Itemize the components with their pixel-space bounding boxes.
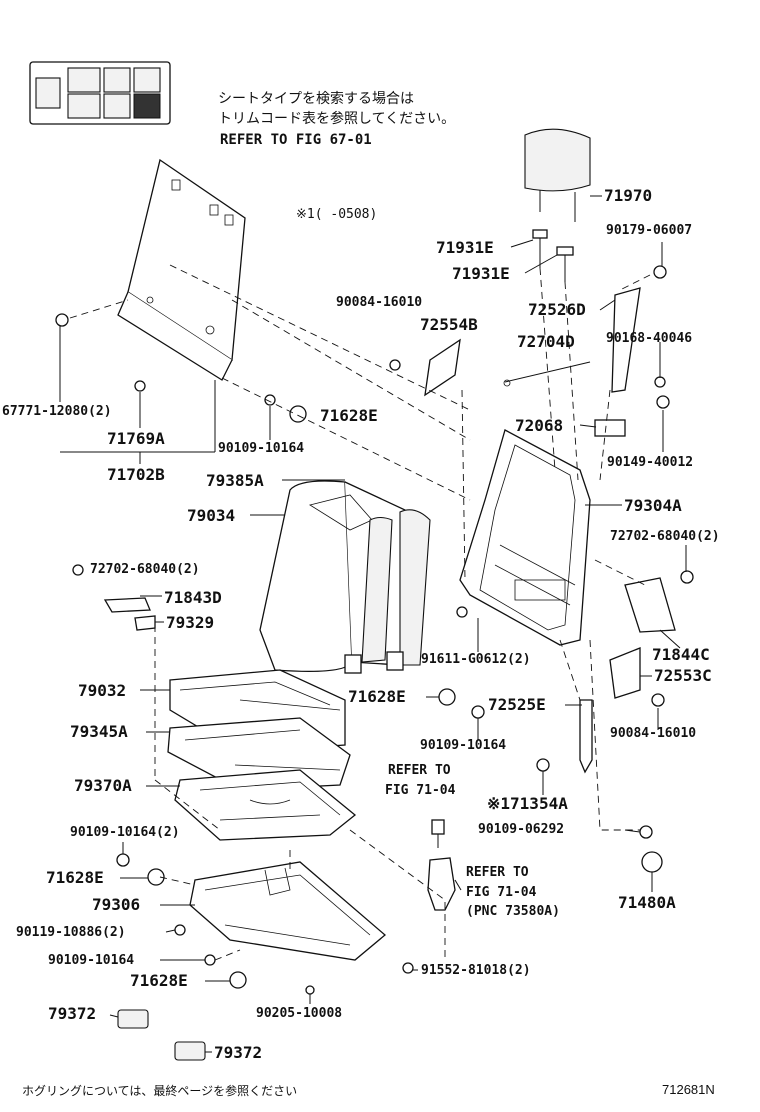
part-label-90109-06292[interactable]: 90109-06292 xyxy=(478,822,565,837)
seat-frame-lower xyxy=(189,861,387,961)
footer-illustration-code: 712681N xyxy=(662,1082,715,1097)
part-label-79032[interactable]: 79032 xyxy=(78,681,127,700)
part-label-71843d[interactable]: 71843D xyxy=(164,588,222,607)
part-label-79306[interactable]: 79306 xyxy=(92,895,141,914)
buckle-parts xyxy=(427,699,663,911)
part-label-90084-16010-a[interactable]: 90084-16010 xyxy=(336,295,423,310)
part-label-72702-68040-a[interactable]: 72702-68040(2) xyxy=(90,562,200,577)
note-refer-71-04-b-line3[interactable]: (PNC 73580A) xyxy=(466,904,560,919)
note-seat-type-line2: トリムコード表を参照してください。 xyxy=(218,111,456,127)
footer-hog-ring-note: ホグリングについては、最終ページを参照ください xyxy=(22,1084,298,1098)
part-label-72554b[interactable]: 72554B xyxy=(420,315,478,334)
part-label-91611-g0612[interactable]: 91611-G0612(2) xyxy=(421,652,531,667)
part-label-72068[interactable]: 72068 xyxy=(515,416,564,435)
leader-lines xyxy=(59,195,687,1053)
seatback-board xyxy=(117,158,246,381)
part-label-79372-b[interactable]: 79372 xyxy=(214,1043,263,1062)
part-label-72525e[interactable]: 72525E xyxy=(488,695,546,714)
part-label-90205-10008[interactable]: 90205-10008 xyxy=(256,1006,343,1021)
part-label-79370a[interactable]: 79370A xyxy=(74,776,132,795)
lock-parts xyxy=(424,287,641,437)
part-label-91552-81018[interactable]: 91552-81018(2) xyxy=(421,963,531,978)
part-label-79304a[interactable]: 79304A xyxy=(624,496,682,515)
part-label-71480a[interactable]: 71480A xyxy=(618,893,676,912)
note-refer-71-04-b-line2[interactable]: FIG 71-04 xyxy=(466,885,537,900)
part-label-79345a[interactable]: 79345A xyxy=(70,722,128,741)
part-label-90119-10886[interactable]: 90119-10886(2) xyxy=(16,925,126,940)
part-label-71844c[interactable]: 71844C xyxy=(652,645,710,664)
part-label-67771-12080[interactable]: 67771-12080(2) xyxy=(2,404,112,419)
seat-frame-upper xyxy=(174,769,357,841)
part-label-90109-10164-d[interactable]: 90109-10164 xyxy=(48,953,135,968)
headrest-supports xyxy=(532,229,574,282)
part-label-71702b[interactable]: 71702B xyxy=(107,465,165,484)
part-label-90109-10164-b[interactable]: 90109-10164 xyxy=(420,738,507,753)
part-label-79385a[interactable]: 79385A xyxy=(206,471,264,490)
note-refer-71-04-a-line1[interactable]: REFER TO xyxy=(388,763,451,778)
part-label-90179-06007[interactable]: 90179-06007 xyxy=(606,223,693,238)
note-refer-71-04-a-line2[interactable]: FIG 71-04 xyxy=(385,783,456,798)
part-label-90109-10164-c[interactable]: 90109-10164(2) xyxy=(70,825,180,840)
part-label-72553c[interactable]: 72553C xyxy=(654,666,712,685)
side-brackets xyxy=(609,577,676,699)
part-label-79034[interactable]: 79034 xyxy=(187,506,236,525)
part-label-79372-a[interactable]: 79372 xyxy=(48,1004,97,1023)
part-label-72526d[interactable]: 72526D xyxy=(528,300,586,319)
note-refer-fig-67-01[interactable]: REFER TO FIG 67-01 xyxy=(220,132,372,148)
note-refer-71-04-b-line1[interactable]: REFER TO xyxy=(466,865,529,880)
seat-layout-icon xyxy=(29,61,171,125)
fasteners xyxy=(55,265,694,1061)
part-label-71628e-a[interactable]: 71628E xyxy=(320,406,378,425)
part-label-72704d[interactable]: 72704D xyxy=(517,332,575,351)
note-applicability: ※1( -0508) xyxy=(296,207,378,222)
part-label-71628e-b[interactable]: 71628E xyxy=(348,687,406,706)
part-label-90084-16010-b[interactable]: 90084-16010 xyxy=(610,726,697,741)
part-label-71970[interactable]: 71970 xyxy=(604,186,653,205)
part-label-71628e-c[interactable]: 71628E xyxy=(46,868,104,887)
part-label-90109-10164-a[interactable]: 90109-10164 xyxy=(218,441,305,456)
part-label-72702-68040-b[interactable]: 72702-68040(2) xyxy=(610,529,720,544)
part-label-71931e-1[interactable]: 71931E xyxy=(436,238,494,257)
part-label-71769a[interactable]: 71769A xyxy=(107,429,165,448)
part-label-79329[interactable]: 79329 xyxy=(166,613,215,632)
part-label-90168-40046[interactable]: 90168-40046 xyxy=(606,331,693,346)
headrest xyxy=(524,128,591,222)
part-label-71931e-2[interactable]: 71931E xyxy=(452,264,510,283)
note-seat-type-line1: シートタイプを検索する場合は xyxy=(218,91,414,107)
seatback-cushion xyxy=(259,480,431,674)
part-label-71354a[interactable]: ※171354A xyxy=(487,794,568,813)
part-label-71628e-d[interactable]: 71628E xyxy=(130,971,188,990)
seatback-frame xyxy=(459,429,591,646)
seat-pad xyxy=(167,717,351,791)
part-label-90149-40012[interactable]: 90149-40012 xyxy=(607,455,694,470)
assembly-dashed-lines xyxy=(69,264,651,961)
